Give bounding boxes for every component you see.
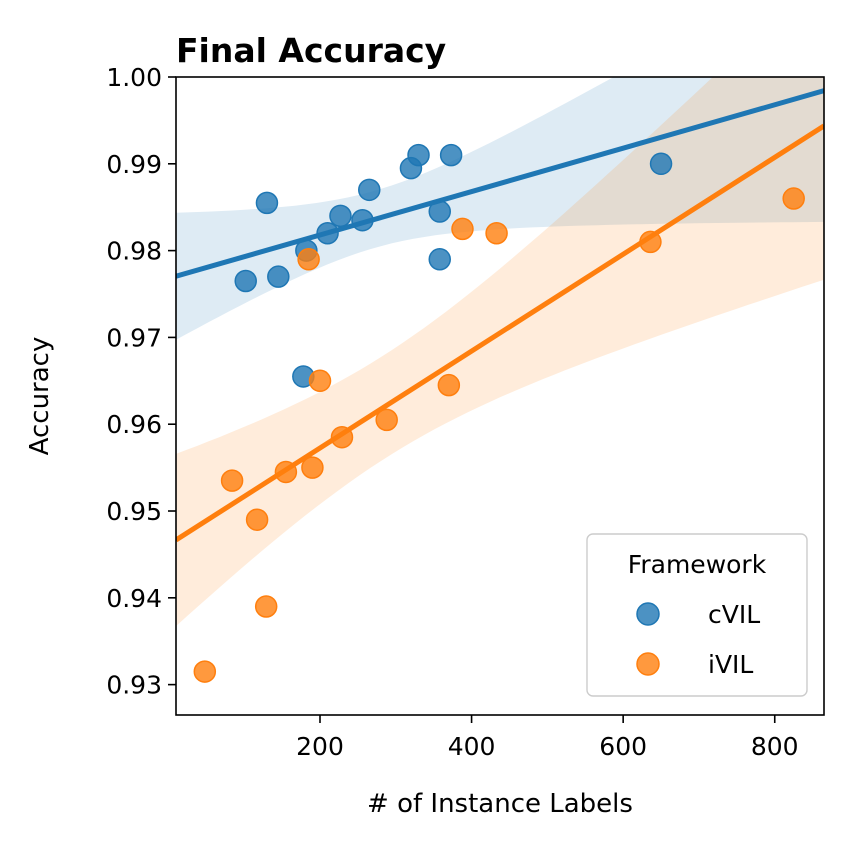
cvil-point bbox=[255, 191, 279, 215]
x-tick-label: 600 bbox=[599, 732, 647, 761]
cvil-point bbox=[358, 178, 381, 202]
ivil-point bbox=[254, 595, 278, 618]
legend: Framework cVIL iVIL bbox=[586, 533, 808, 697]
cvil-point bbox=[407, 143, 430, 167]
y-tick-label: 0.94 bbox=[106, 584, 162, 613]
ivil-point bbox=[220, 469, 244, 492]
cvil-point bbox=[649, 152, 673, 176]
cvil-point bbox=[329, 204, 352, 228]
y-tick-label: 0.95 bbox=[106, 497, 162, 526]
ivil-points bbox=[193, 187, 805, 683]
x-tick-label: 800 bbox=[751, 732, 799, 761]
cvil-point bbox=[351, 208, 374, 232]
y-axis-title: Accuracy bbox=[25, 337, 55, 456]
x-axis: 200 400 600 800 bbox=[296, 715, 799, 761]
ivil-point bbox=[297, 248, 320, 271]
y-tick-label: 0.93 bbox=[106, 671, 162, 700]
ivil-point bbox=[245, 508, 269, 531]
ivil-point bbox=[308, 369, 332, 393]
cvil-regression-line bbox=[176, 88, 824, 279]
ivil-point bbox=[274, 460, 298, 484]
legend-title: Framework bbox=[628, 550, 767, 579]
ivil-point bbox=[451, 217, 474, 241]
ivil-point bbox=[639, 230, 662, 254]
ivil-point bbox=[375, 408, 398, 432]
plot-frame bbox=[175, 76, 825, 716]
cvil-point bbox=[267, 265, 290, 288]
cvil-points bbox=[234, 143, 673, 388]
legend-label-ivil: iVIL bbox=[708, 650, 753, 679]
chart-title: Final Accuracy bbox=[176, 31, 446, 70]
cvil-point bbox=[439, 143, 463, 167]
cvil-point bbox=[428, 248, 451, 271]
plot-area bbox=[176, 77, 824, 683]
legend-marker-ivil bbox=[636, 652, 660, 676]
x-tick-label: 400 bbox=[448, 732, 496, 761]
ivil-point bbox=[301, 456, 324, 479]
cvil-point bbox=[316, 221, 339, 245]
ivil-point bbox=[193, 660, 217, 683]
legend-marker-cvil bbox=[636, 602, 660, 626]
ivil-point bbox=[330, 425, 354, 449]
ivil-point bbox=[437, 373, 461, 397]
y-tick-label: 0.97 bbox=[106, 323, 162, 352]
cvil-point bbox=[234, 269, 257, 293]
cvil-confidence-band bbox=[176, 77, 824, 340]
x-tick-label: 200 bbox=[296, 732, 344, 761]
y-axis: 0.93 0.94 0.95 0.96 0.97 0.98 0.99 1.00 bbox=[106, 63, 176, 700]
y-tick-label: 0.96 bbox=[106, 410, 162, 439]
y-tick-label: 0.98 bbox=[106, 237, 162, 266]
y-tick-label: 1.00 bbox=[106, 63, 162, 92]
y-tick-label: 0.99 bbox=[106, 150, 162, 179]
ivil-point bbox=[485, 221, 508, 245]
legend-label-cvil: cVIL bbox=[708, 600, 760, 629]
x-axis-title: # of Instance Labels bbox=[367, 789, 633, 819]
ivil-point bbox=[782, 187, 805, 210]
ivil-confidence-band bbox=[176, 77, 824, 627]
cvil-point bbox=[428, 200, 451, 223]
